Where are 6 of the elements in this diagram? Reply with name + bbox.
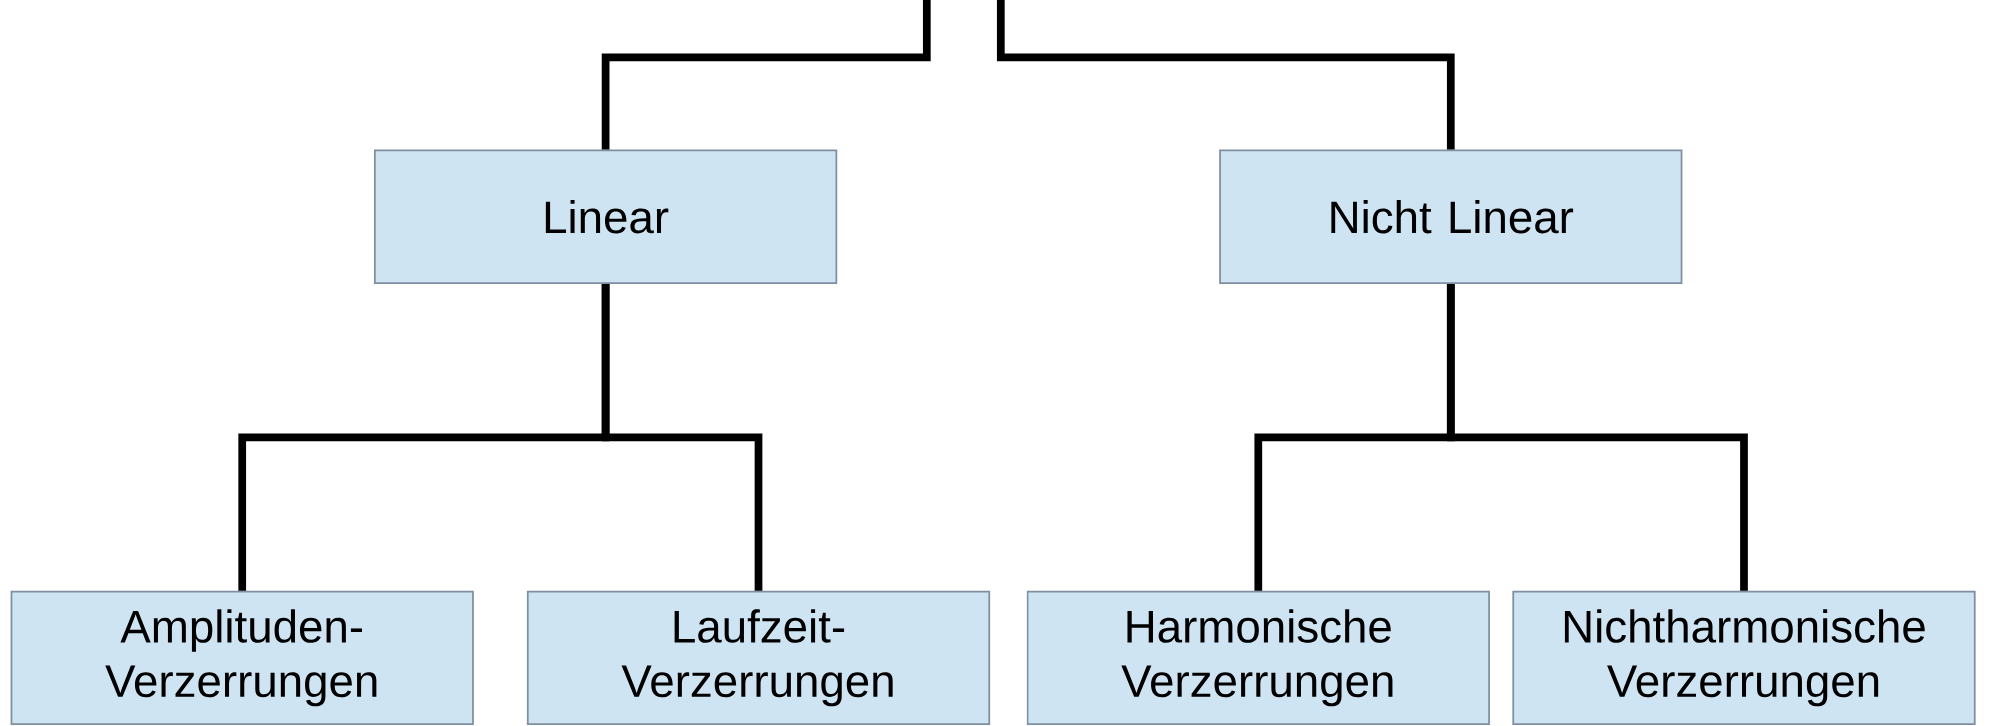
category-box: Linear [374,149,838,284]
category-box: Amplituden- Verzerrungen [10,590,474,725]
category-box: Laufzeit- Verzerrungen [526,590,991,725]
category-box: Nichtharmonische Verzerrungen [1512,590,1976,725]
category-box: Nicht Linear [1219,149,1683,284]
category-box: Harmonische Verzerrungen [1026,590,1490,725]
